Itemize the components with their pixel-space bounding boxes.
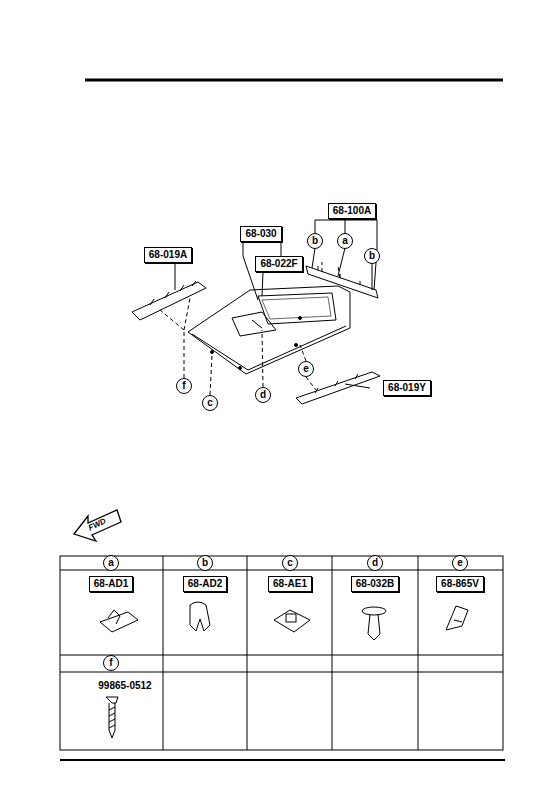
part-number: 68-100A xyxy=(333,205,371,217)
callout-circle: f xyxy=(176,378,192,394)
callout-letter: c xyxy=(287,557,293,569)
part-number: 68-AE1 xyxy=(273,578,307,590)
part-number-box: 68-AE1 xyxy=(268,576,312,592)
part-number: 68-032B xyxy=(356,578,394,590)
callout-letter: a xyxy=(342,235,348,247)
callout-circle: b xyxy=(307,233,323,249)
part-number: 68-030 xyxy=(245,228,276,240)
callout-circle: a xyxy=(103,555,119,571)
callout-circle: d xyxy=(367,555,383,571)
part-number-box: 68-022F xyxy=(255,256,302,272)
callout-circle: a xyxy=(337,233,353,249)
part-number-box: 68-019Y xyxy=(383,380,431,396)
callout-circle: e xyxy=(298,361,314,377)
callout-letter: e xyxy=(303,363,309,375)
callout-letter: d xyxy=(372,557,378,569)
callout-letter: d xyxy=(260,389,266,401)
callout-circle: b xyxy=(364,248,380,264)
callout-circle: d xyxy=(255,387,271,403)
part-number-box: 68-019A xyxy=(144,247,192,263)
part-number-box: 68-100A xyxy=(328,203,376,219)
part-number: 68-019Y xyxy=(388,382,426,394)
callout-letter: a xyxy=(108,557,114,569)
callout-circle: e xyxy=(452,555,468,571)
callout-circle: c xyxy=(202,395,218,411)
callout-circle: c xyxy=(282,555,298,571)
callout-letter: b xyxy=(369,250,375,262)
callout-circle: b xyxy=(197,555,213,571)
part-number-box: 68-AD2 xyxy=(183,576,227,592)
callout-letter: e xyxy=(457,557,463,569)
callout-letter: f xyxy=(109,657,112,669)
part-number: 68-865V xyxy=(441,578,479,590)
part-number-box: 68-032B xyxy=(351,576,399,592)
part-number-box: 68-865V xyxy=(436,576,484,592)
callout-letter: b xyxy=(312,235,318,247)
callout-letter: b xyxy=(202,557,208,569)
part-number: 68-AD1 xyxy=(94,578,128,590)
callout-letter: f xyxy=(182,380,185,392)
part-number-box: 68-030 xyxy=(240,226,281,242)
part-number: 68-AD2 xyxy=(188,578,222,590)
part-number: 68-019A xyxy=(149,249,187,261)
callout-circle: f xyxy=(103,655,119,671)
part-number: 68-022F xyxy=(260,258,297,270)
part-number: 99865-0512 xyxy=(98,680,151,691)
callout-letter: c xyxy=(207,397,213,409)
part-number-box: 68-AD1 xyxy=(89,576,133,592)
